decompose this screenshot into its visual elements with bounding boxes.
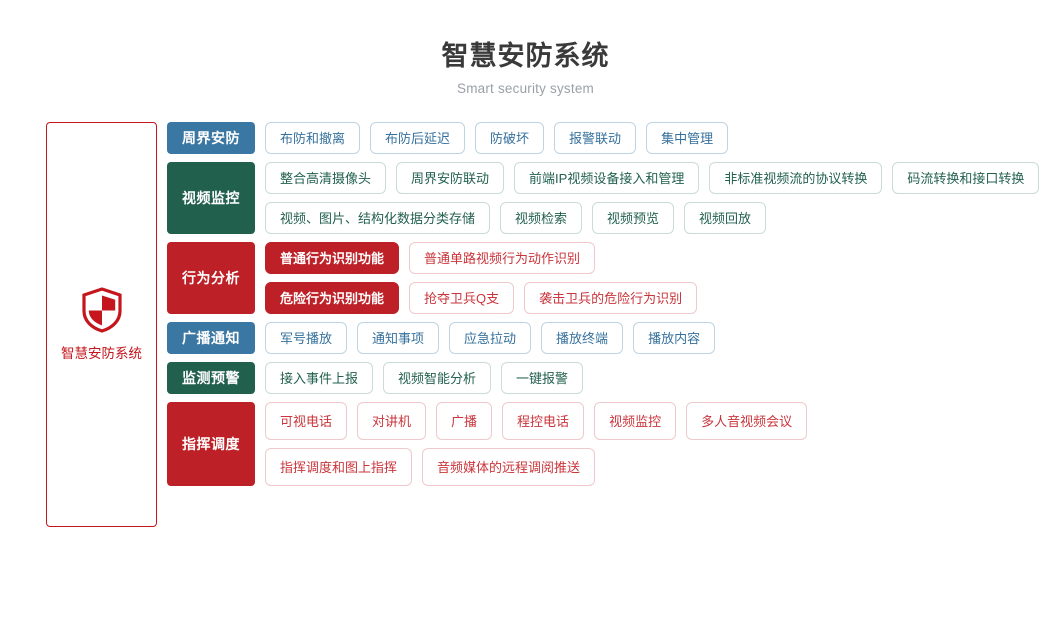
capability-item[interactable]: 通知事项 bbox=[357, 321, 440, 354]
capability-item[interactable]: 多人音视频会议 bbox=[686, 401, 808, 440]
category-label-3[interactable]: 行为分析 bbox=[167, 241, 255, 314]
item-line: 危险行为识别功能抢夺卫兵Q支袭击卫兵的危险行为识别 bbox=[265, 281, 698, 314]
category-rows: 周界安防布防和撤离布防后延迟防破坏报警联动集中管理视频监控整合高清摄像头周界安防… bbox=[167, 121, 1040, 486]
capability-item[interactable]: 播放内容 bbox=[633, 321, 716, 354]
capability-item[interactable]: 视频、图片、结构化数据分类存储 bbox=[265, 201, 491, 234]
category-items: 可视电话对讲机广播程控电话视频监控多人音视频会议指挥调度和图上指挥音频媒体的远程… bbox=[265, 401, 808, 486]
category-label-6[interactable]: 指挥调度 bbox=[167, 401, 255, 486]
category-items: 军号播放通知事项应急拉动播放终端播放内容 bbox=[265, 321, 716, 354]
shield-icon bbox=[81, 287, 123, 333]
category-row: 周界安防布防和撤离布防后延迟防破坏报警联动集中管理 bbox=[167, 121, 1039, 154]
capability-item[interactable]: 视频检索 bbox=[500, 201, 583, 234]
capability-item[interactable]: 布防和撤离 bbox=[265, 121, 361, 154]
item-line: 布防和撤离布防后延迟防破坏报警联动集中管理 bbox=[265, 121, 729, 154]
capability-item[interactable]: 视频预览 bbox=[592, 201, 675, 234]
capability-item[interactable]: 视频智能分析 bbox=[383, 361, 492, 394]
capability-item[interactable]: 抢夺卫兵Q支 bbox=[409, 281, 515, 314]
capability-item[interactable]: 袭击卫兵的危险行为识别 bbox=[524, 281, 698, 314]
category-items: 布防和撤离布防后延迟防破坏报警联动集中管理 bbox=[265, 121, 729, 154]
capability-board: 智慧安防系统 周界安防布防和撤离布防后延迟防破坏报警联动集中管理视频监控整合高清… bbox=[0, 121, 1051, 527]
capability-item[interactable]: 可视电话 bbox=[265, 401, 348, 440]
item-line: 可视电话对讲机广播程控电话视频监控多人音视频会议 bbox=[265, 401, 808, 440]
capability-item[interactable]: 非标准视频流的协议转换 bbox=[709, 161, 883, 194]
item-line: 指挥调度和图上指挥音频媒体的远程调阅推送 bbox=[265, 447, 807, 486]
page-title: 智慧安防系统 bbox=[441, 41, 610, 71]
capability-item[interactable]: 集中管理 bbox=[646, 121, 729, 154]
capability-item[interactable]: 播放终端 bbox=[541, 321, 624, 354]
capability-item[interactable]: 前端IP视频设备接入和管理 bbox=[514, 161, 700, 194]
item-line: 军号播放通知事项应急拉动播放终端播放内容 bbox=[265, 321, 716, 354]
category-row: 视频监控整合高清摄像头周界安防联动前端IP视频设备接入和管理非标准视频流的协议转… bbox=[167, 161, 1040, 234]
category-row: 广播通知军号播放通知事项应急拉动播放终端播放内容 bbox=[167, 321, 1039, 354]
item-line: 普通行为识别功能普通单路视频行为动作识别 bbox=[265, 241, 697, 274]
category-row: 监测预警接入事件上报视频智能分析一键报警 bbox=[167, 361, 1039, 394]
page-subtitle: Smart security system bbox=[457, 80, 594, 96]
page-header: 智慧安防系统 Smart security system bbox=[0, 0, 1051, 96]
capability-item[interactable]: 普通行为识别功能 bbox=[265, 241, 400, 274]
brand-panel: 智慧安防系统 bbox=[46, 121, 157, 527]
capability-item[interactable]: 普通单路视频行为动作识别 bbox=[409, 241, 596, 274]
category-row: 行为分析普通行为识别功能普通单路视频行为动作识别危险行为识别功能抢夺卫兵Q支袭击… bbox=[167, 241, 1039, 314]
capability-item[interactable]: 视频回放 bbox=[684, 201, 767, 234]
category-items: 整合高清摄像头周界安防联动前端IP视频设备接入和管理非标准视频流的协议转换码流转… bbox=[265, 161, 1040, 234]
item-line: 整合高清摄像头周界安防联动前端IP视频设备接入和管理非标准视频流的协议转换码流转… bbox=[265, 161, 1040, 194]
capability-item[interactable]: 军号播放 bbox=[265, 321, 348, 354]
category-label-1[interactable]: 周界安防 bbox=[167, 121, 255, 154]
capability-item[interactable]: 一键报警 bbox=[501, 361, 584, 394]
capability-item[interactable]: 危险行为识别功能 bbox=[265, 281, 400, 314]
capability-item[interactable]: 防破坏 bbox=[475, 121, 545, 154]
capability-item[interactable]: 报警联动 bbox=[554, 121, 637, 154]
capability-item[interactable]: 广播 bbox=[436, 401, 493, 440]
capability-item[interactable]: 周界安防联动 bbox=[396, 161, 505, 194]
brand-label: 智慧安防系统 bbox=[61, 345, 142, 361]
capability-item[interactable]: 应急拉动 bbox=[449, 321, 532, 354]
capability-item[interactable]: 音频媒体的远程调阅推送 bbox=[422, 447, 596, 486]
category-row: 指挥调度可视电话对讲机广播程控电话视频监控多人音视频会议指挥调度和图上指挥音频媒… bbox=[167, 401, 1039, 486]
category-label-5[interactable]: 监测预警 bbox=[167, 361, 255, 394]
category-items: 接入事件上报视频智能分析一键报警 bbox=[265, 361, 584, 394]
item-line: 视频、图片、结构化数据分类存储视频检索视频预览视频回放 bbox=[265, 201, 1039, 234]
capability-item[interactable]: 视频监控 bbox=[594, 401, 677, 440]
capability-item[interactable]: 对讲机 bbox=[357, 401, 427, 440]
capability-item[interactable]: 码流转换和接口转换 bbox=[892, 161, 1040, 194]
capability-item[interactable]: 程控电话 bbox=[502, 401, 585, 440]
capability-item[interactable]: 整合高清摄像头 bbox=[265, 161, 387, 194]
capability-item[interactable]: 布防后延迟 bbox=[370, 121, 466, 154]
capability-item[interactable]: 接入事件上报 bbox=[265, 361, 374, 394]
capability-item[interactable]: 指挥调度和图上指挥 bbox=[265, 447, 413, 486]
category-items: 普通行为识别功能普通单路视频行为动作识别危险行为识别功能抢夺卫兵Q支袭击卫兵的危… bbox=[265, 241, 698, 314]
category-label-2[interactable]: 视频监控 bbox=[167, 161, 255, 234]
item-line: 接入事件上报视频智能分析一键报警 bbox=[265, 361, 584, 394]
category-label-4[interactable]: 广播通知 bbox=[167, 321, 255, 354]
